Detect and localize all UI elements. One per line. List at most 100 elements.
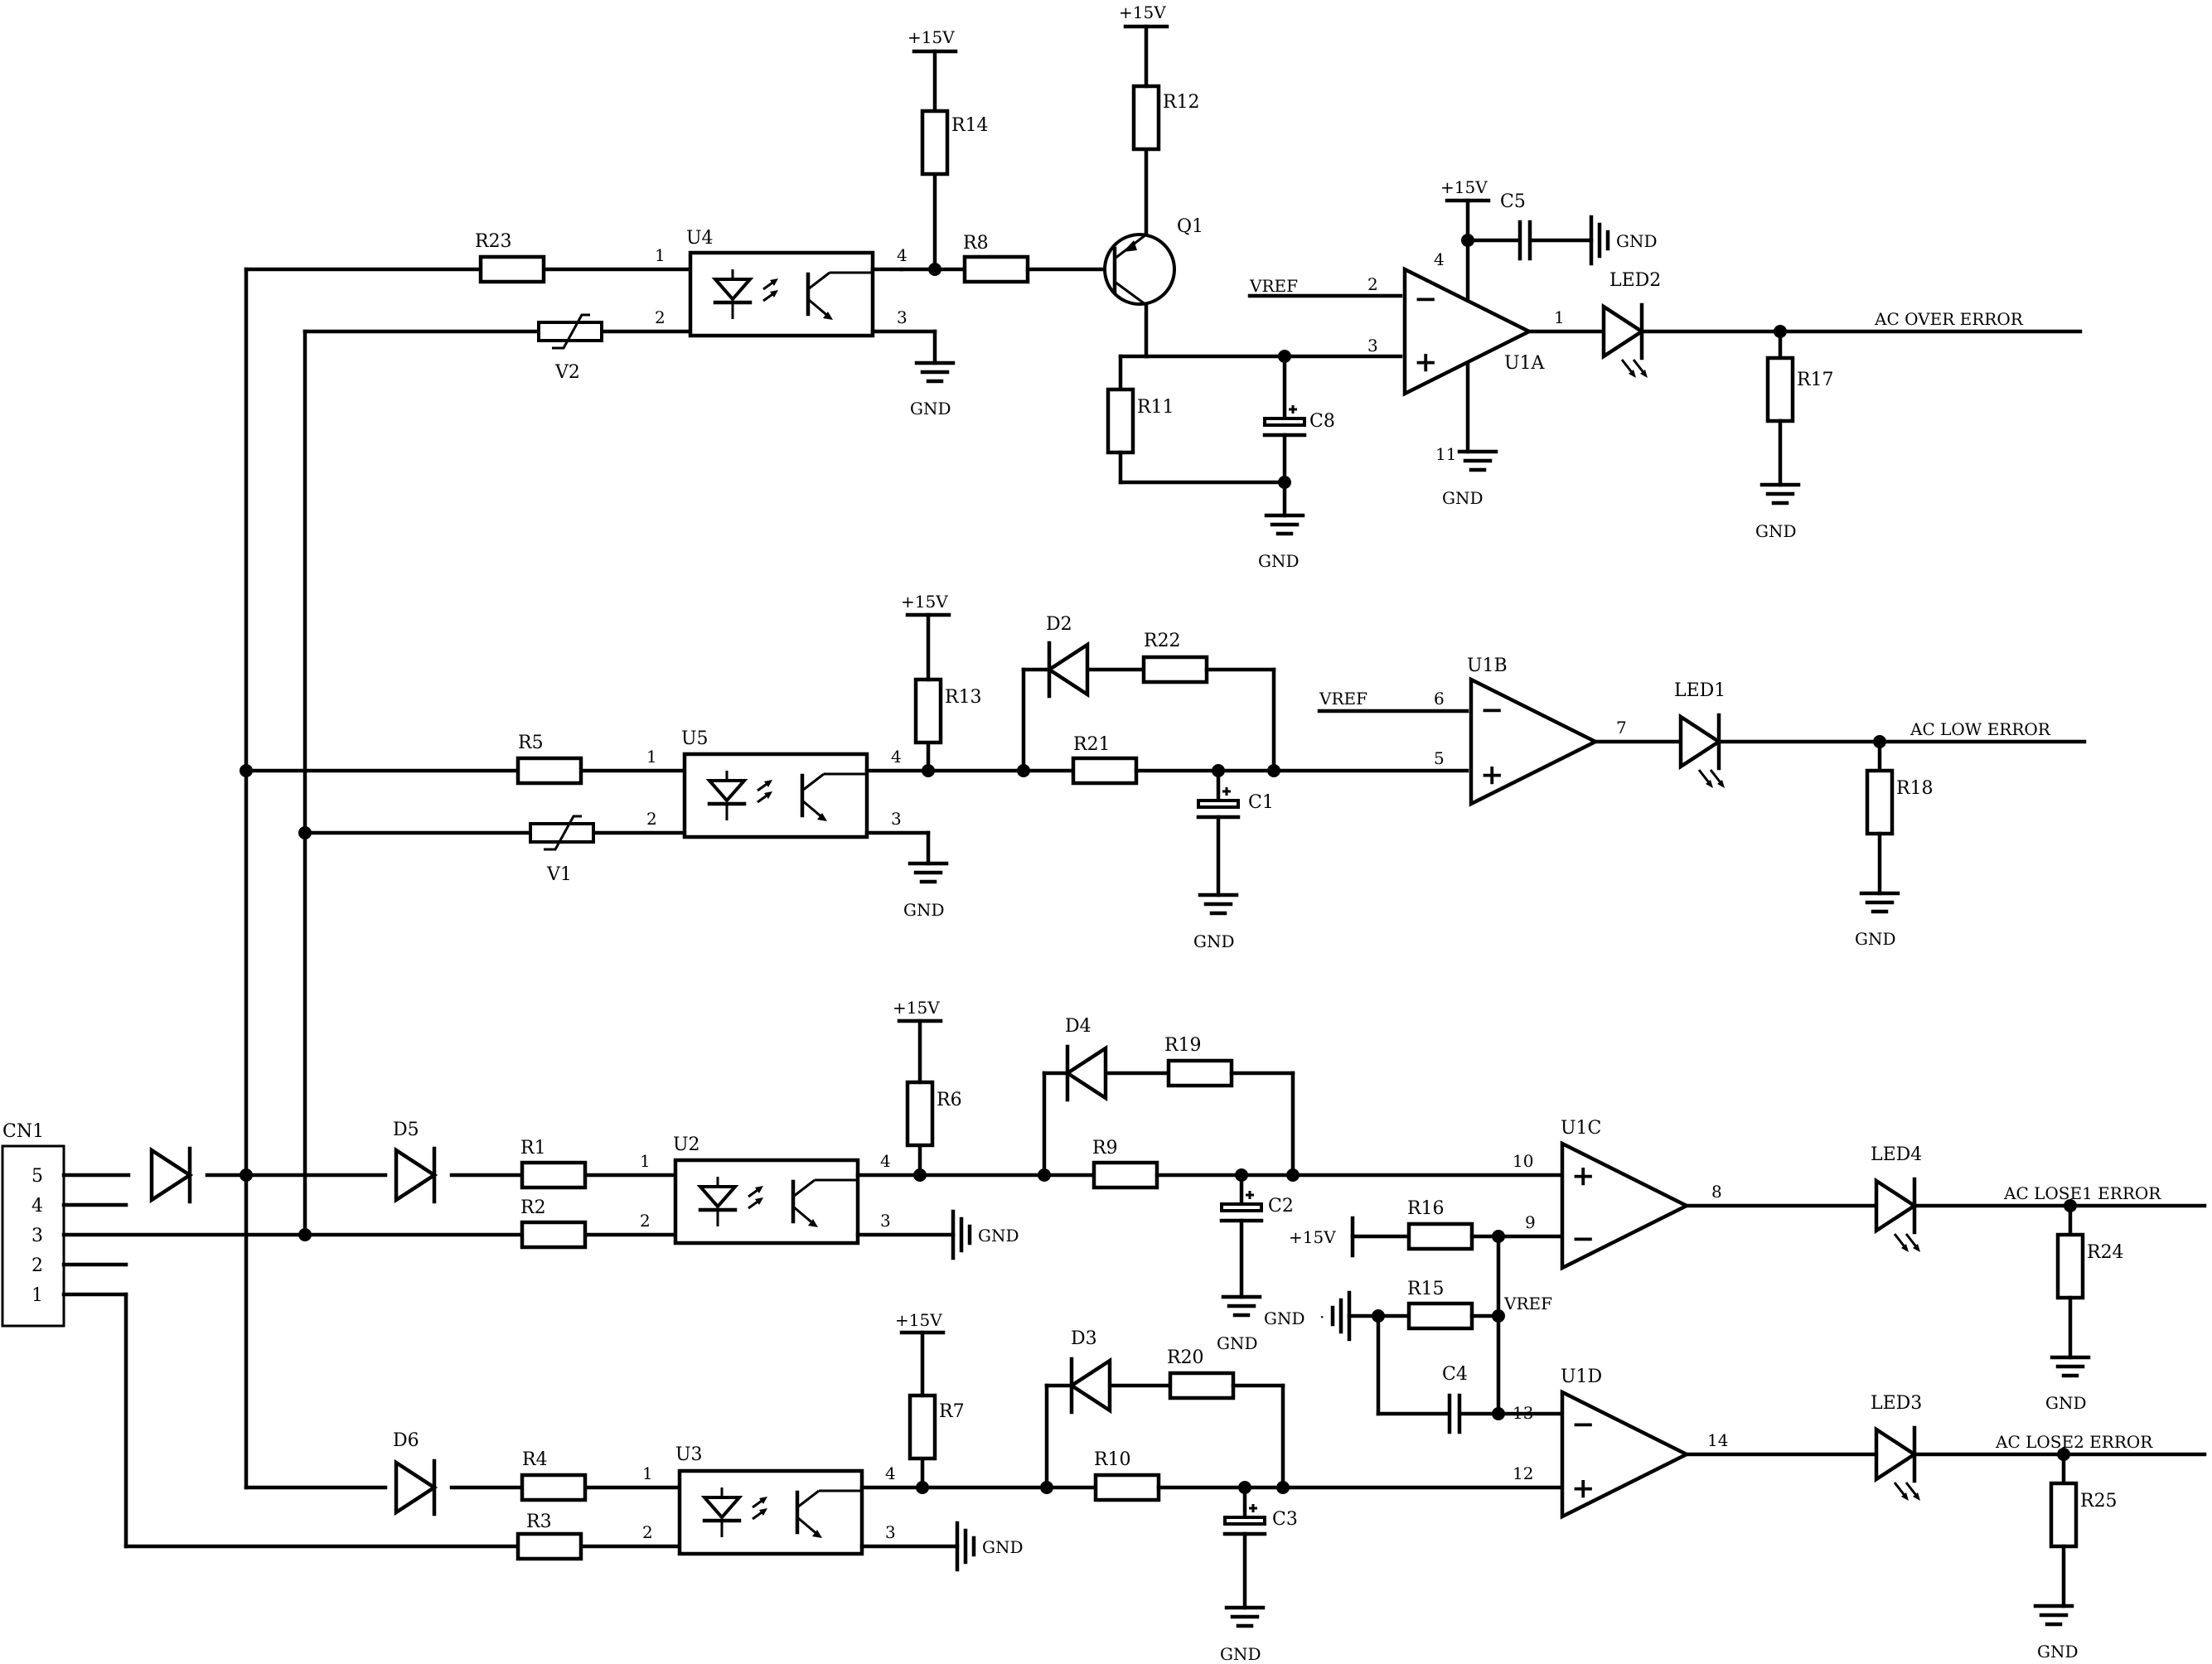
- u4-pin2: 2: [655, 307, 666, 327]
- label-c4: C4: [1442, 1364, 1468, 1385]
- label-r5: R5: [518, 733, 544, 753]
- label-d6: D6: [393, 1430, 419, 1451]
- ground-symbol: [1762, 485, 1798, 503]
- label-r12: R12: [1163, 92, 1200, 113]
- ground-symbol: [1333, 1293, 1349, 1339]
- gnd-label: GND: [910, 399, 951, 418]
- label-r19: R19: [1164, 1035, 1202, 1056]
- u3-pin2: 2: [642, 1522, 653, 1542]
- vcc-label: +15V: [901, 592, 948, 612]
- label-r11: R11: [1137, 397, 1174, 418]
- optocoupler-u3: [680, 1471, 862, 1554]
- varistor-v2: [537, 313, 603, 350]
- resistor-r22: [1144, 657, 1207, 682]
- resistor-r3: [518, 1534, 581, 1559]
- output-ac-lose1-error: AC LOSE1 ERROR: [2003, 1183, 2161, 1203]
- connector-cn1: CN1 5 4 3 2 1: [1, 1121, 309, 1328]
- resistor-r19: [1169, 1061, 1232, 1086]
- label-c8: C8: [1309, 411, 1335, 432]
- resistor-r23: [481, 257, 544, 282]
- led-led3: [1876, 1428, 1920, 1501]
- output-ac-over-error: AC OVER ERROR: [1874, 309, 2024, 329]
- label-v1: V1: [546, 864, 572, 885]
- vref-label: VREF: [1319, 689, 1367, 709]
- resistor-r8: [965, 257, 1028, 282]
- gnd-label: GND: [1442, 488, 1484, 508]
- label-u2: U2: [673, 1134, 700, 1155]
- diode-d6: [396, 1461, 434, 1514]
- resistor-r2: [522, 1222, 585, 1247]
- cn1-pin1: 1: [31, 1285, 43, 1306]
- ground-symbol: [953, 1212, 970, 1258]
- resistor-r7: [910, 1396, 935, 1458]
- resistor-r20: [1170, 1373, 1233, 1398]
- resistor-r25: [2051, 1483, 2076, 1546]
- label-r9: R9: [1092, 1138, 1118, 1159]
- label-led1: LED1: [1674, 680, 1726, 701]
- u5-pin1: 1: [646, 747, 657, 767]
- u3-pin4: 4: [885, 1463, 896, 1483]
- label-d3: D3: [1071, 1328, 1097, 1349]
- capacitor-c5: [1520, 222, 1530, 259]
- stage-ac-lose1: D5 R1 R2 1 2 U2 4 3 GND R6 +15V D4 R19 R…: [393, 998, 2207, 1416]
- capacitor-c4: [1450, 1396, 1459, 1432]
- optocoupler-u5: [685, 754, 867, 837]
- diode-d1: [152, 1149, 190, 1202]
- u3-pin3: 3: [885, 1522, 896, 1542]
- optocoupler-u4: [690, 253, 873, 336]
- gnd-label: GND: [2045, 1393, 2087, 1413]
- resistor-r12: [1134, 86, 1159, 149]
- label-r23: R23: [475, 231, 512, 252]
- u2-pin1: 1: [640, 1151, 651, 1171]
- vcc-label: +15V: [895, 1310, 942, 1330]
- u1c-pin9: 9: [1525, 1212, 1536, 1232]
- vcc-label: +15V: [908, 27, 955, 47]
- u2-pin2: 2: [640, 1211, 651, 1231]
- cn1-pin5: 5: [31, 1166, 43, 1187]
- stage-ac-over: R23 V2 1 2 U4 4 3 GND R14 +15V R8 Q1 R12…: [475, 2, 2083, 571]
- label-u1a: U1A: [1504, 353, 1546, 374]
- ground-symbol: [917, 363, 953, 381]
- label-r25: R25: [2080, 1491, 2118, 1512]
- resistor-r15: [1409, 1304, 1472, 1328]
- u1b-pin7: 7: [1616, 718, 1627, 738]
- label-r10: R10: [1094, 1449, 1131, 1470]
- svg-text:−: −: [1571, 1408, 1595, 1441]
- gnd-label: GND: [1193, 931, 1235, 951]
- label-v2: V2: [554, 362, 580, 383]
- label-c2: C2: [1268, 1196, 1294, 1217]
- u4-pin4: 4: [897, 245, 908, 265]
- label-d2: D2: [1046, 614, 1072, 635]
- wiring: [123, 267, 693, 1549]
- led-led1: [1681, 715, 1725, 788]
- output-ac-low-error: AC LOW ERROR: [1909, 719, 2051, 739]
- u5-pin4: 4: [891, 747, 902, 767]
- label-r2: R2: [520, 1197, 546, 1218]
- label-r16: R16: [1407, 1198, 1445, 1219]
- svg-text:+: +: [1571, 1159, 1595, 1192]
- label-u4: U4: [686, 228, 714, 249]
- u1b-pin5: 5: [1434, 748, 1445, 768]
- svg-text:−: −: [1414, 283, 1438, 316]
- resistor-r17: [1768, 358, 1793, 421]
- resistor-r21: [1073, 758, 1136, 783]
- cn1-label: CN1: [2, 1121, 44, 1142]
- vcc-label: +15V: [1119, 2, 1166, 22]
- label-r14: R14: [951, 115, 989, 136]
- label-d4: D4: [1065, 1016, 1091, 1037]
- gnd-label: GND: [1264, 1308, 1305, 1328]
- u1a-pin4: 4: [1434, 249, 1445, 269]
- ground-symbol: [1200, 895, 1237, 913]
- vcc-label: +15V: [1289, 1227, 1336, 1247]
- svg-text:+: +: [1571, 1472, 1595, 1505]
- resistor-r11: [1108, 389, 1133, 452]
- stage-ac-lose2: D6 R4 R3 1 2 U3 4 3 GND R7 +15V D3 R20 R…: [393, 1310, 2207, 1664]
- vcc-label: +15V: [893, 998, 940, 1018]
- resistor-r13: [916, 680, 941, 743]
- svg-text:+: +: [1414, 346, 1438, 379]
- gnd-label: ·: [1319, 1307, 1324, 1327]
- u1a-pin2: 2: [1367, 274, 1378, 294]
- label-c3: C3: [1272, 1509, 1298, 1530]
- diode-d2: [1049, 643, 1087, 696]
